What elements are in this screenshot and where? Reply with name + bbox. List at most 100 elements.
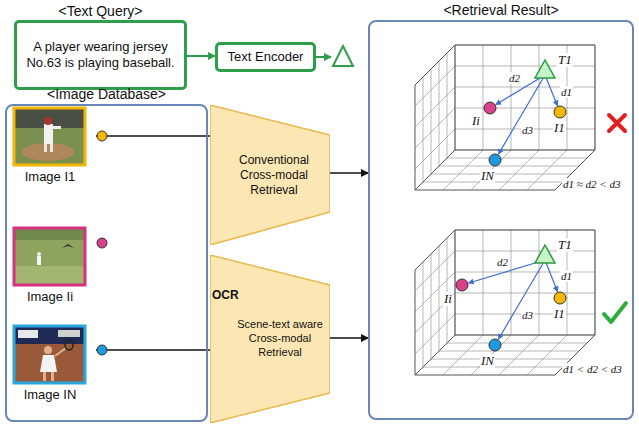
connector (96, 349, 210, 351)
plot-frame (415, 45, 595, 190)
grid-line (439, 351, 579, 352)
module-label: OCR (211, 289, 240, 302)
plot-grid (415, 45, 595, 190)
trapezoid-outline (210, 105, 330, 245)
distance-label: d3 (521, 309, 534, 321)
image-caption: Image I1 (4, 169, 96, 184)
box-text: Text Encoder (222, 49, 310, 65)
grid-line (415, 150, 455, 190)
grid-line (439, 246, 440, 351)
point-label: T1 (557, 53, 573, 67)
text-point (535, 60, 555, 78)
box-text: A player wearing jersey No.63 is playing… (17, 39, 184, 70)
model-label: Scene-text aware Cross-modal Retrieval (232, 318, 328, 359)
point-label: T1 (557, 238, 573, 252)
grid-line (455, 251, 595, 252)
point-label: I1 (553, 121, 566, 135)
point-label: IN (480, 169, 495, 183)
grid-line (455, 45, 456, 150)
image-point (456, 279, 468, 291)
grid-line (431, 254, 432, 359)
grid-line (455, 230, 456, 335)
distance-line (499, 75, 545, 154)
grid-line (455, 45, 456, 150)
grid-line (455, 335, 595, 336)
grid-line (415, 129, 455, 169)
wrong-mark (609, 115, 625, 131)
point-label: I1 (553, 307, 566, 321)
feature-dot (97, 345, 107, 355)
grid-line (415, 335, 455, 375)
distance-label: d1 (560, 86, 573, 98)
distance-label: d2 (496, 256, 509, 268)
image-item: Image I1 (10, 106, 96, 186)
grid-line (415, 251, 455, 291)
distance-label: d1 (560, 270, 573, 282)
grid-line (415, 314, 455, 354)
point-label: Ii (443, 292, 453, 306)
text-point (535, 245, 555, 263)
database-panel: <Image Database>Image I1Image IiImage IN (5, 104, 208, 422)
plot-frame (415, 230, 595, 375)
grid-line (439, 61, 440, 166)
image-item: Image IN (10, 324, 96, 404)
grid-line (431, 69, 432, 174)
image-point (489, 339, 501, 351)
grid-line (483, 45, 484, 150)
image-caption: Image Ii (4, 289, 96, 304)
grid-line (415, 66, 455, 106)
text-embedding-triangle (333, 46, 353, 66)
image-point (554, 292, 566, 304)
image-point (489, 154, 501, 166)
grid-line (431, 174, 571, 175)
image-caption: Image IN (4, 387, 96, 402)
distance-label: d2 (508, 72, 521, 84)
grid-line (415, 335, 455, 375)
correct-mark (604, 303, 626, 322)
grid-line (447, 53, 448, 158)
connector (330, 337, 368, 339)
grid-line (455, 66, 595, 67)
distance-line (545, 260, 557, 291)
grid-line (455, 335, 595, 336)
trapezoid-outline (210, 255, 330, 423)
distance-relation: d1 ≈ d2 < d3 (562, 178, 621, 190)
image-tennis (14, 326, 85, 383)
connector (96, 135, 210, 137)
grid-line (423, 77, 424, 182)
distance-label: d3 (521, 124, 534, 136)
grid-line (415, 293, 455, 333)
grid-line (415, 150, 455, 190)
image-point (484, 102, 496, 114)
grid-line (439, 166, 579, 167)
result-panel: <Retrieval Result> (368, 20, 634, 420)
grid-line (415, 108, 455, 148)
grid-line (483, 230, 484, 335)
section-heading: <Image Database> (7, 86, 206, 102)
grid-line (447, 158, 587, 159)
section-heading: <Text Query> (0, 3, 204, 19)
grid-line (415, 272, 455, 312)
query-box: <Text Query>A player wearing jersey No.6… (14, 20, 187, 90)
feature-dot (97, 238, 107, 248)
image-pitcher (14, 108, 85, 165)
connector (330, 172, 368, 174)
point-label: IN (480, 354, 495, 368)
encoder-box: Text Encoder (215, 42, 316, 72)
section-heading: <Retrieval Result> (370, 2, 632, 18)
plot-grid (415, 230, 595, 375)
grid-line (447, 238, 448, 343)
distance-line (545, 75, 557, 106)
grid-line (415, 87, 455, 127)
retrieval-model: Scene-text aware Cross-modal Retrieval (210, 255, 330, 423)
distance-line (499, 260, 545, 339)
distance-relation: d1 < d2 < d3 (562, 363, 623, 375)
grid-line (539, 230, 540, 335)
grid-line (539, 45, 540, 150)
feature-dot (97, 131, 107, 141)
retrieval-model: Conventional Cross-modal Retrieval (210, 105, 330, 245)
model-label: Conventional Cross-modal Retrieval (222, 153, 326, 198)
grid-line (455, 150, 595, 151)
connector (187, 55, 215, 57)
